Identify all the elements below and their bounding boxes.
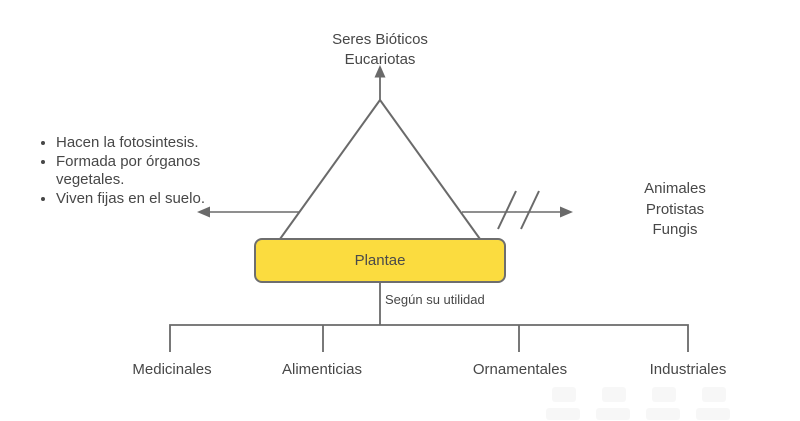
exclusion-slashes-icon	[497, 190, 540, 230]
category-industriales: Industriales	[649, 361, 727, 378]
plantae-node: Plantae	[254, 238, 506, 283]
excluded-kingdom: Protistas	[645, 200, 705, 218]
characteristic-item: Formada por órganos vegetales.	[56, 153, 208, 190]
branch-bracket	[169, 324, 689, 352]
characteristics-list: Hacen la fotosintesis. Formada por órgan…	[36, 134, 208, 208]
characteristic-item: Viven fijas en el suelo.	[56, 190, 208, 209]
triangle-shape	[279, 99, 481, 240]
plantae-node-label: Plantae	[354, 252, 406, 269]
category-alimenticias: Alimenticias	[281, 361, 363, 378]
excluded-kingdoms-list: Animales Protistas Fungis	[618, 179, 732, 241]
excluded-kingdom: Animales	[644, 180, 706, 197]
watermark-pattern	[546, 387, 756, 421]
top-label: Seres Bióticos Eucariotas	[280, 30, 480, 70]
branch-label: Según su utilidad	[385, 292, 485, 307]
top-label-line2: Eucariotas	[344, 51, 416, 68]
category-ornamentales: Ornamentales	[472, 361, 568, 378]
characteristic-item: Hacen la fotosintesis.	[56, 134, 208, 153]
up-arrow	[374, 65, 386, 100]
right-arrow	[462, 206, 573, 218]
top-label-line1: Seres Bióticos	[332, 31, 428, 48]
category-medicinales: Medicinales	[132, 361, 212, 378]
left-arrow	[197, 206, 299, 218]
excluded-kingdom: Fungis	[652, 221, 698, 238]
